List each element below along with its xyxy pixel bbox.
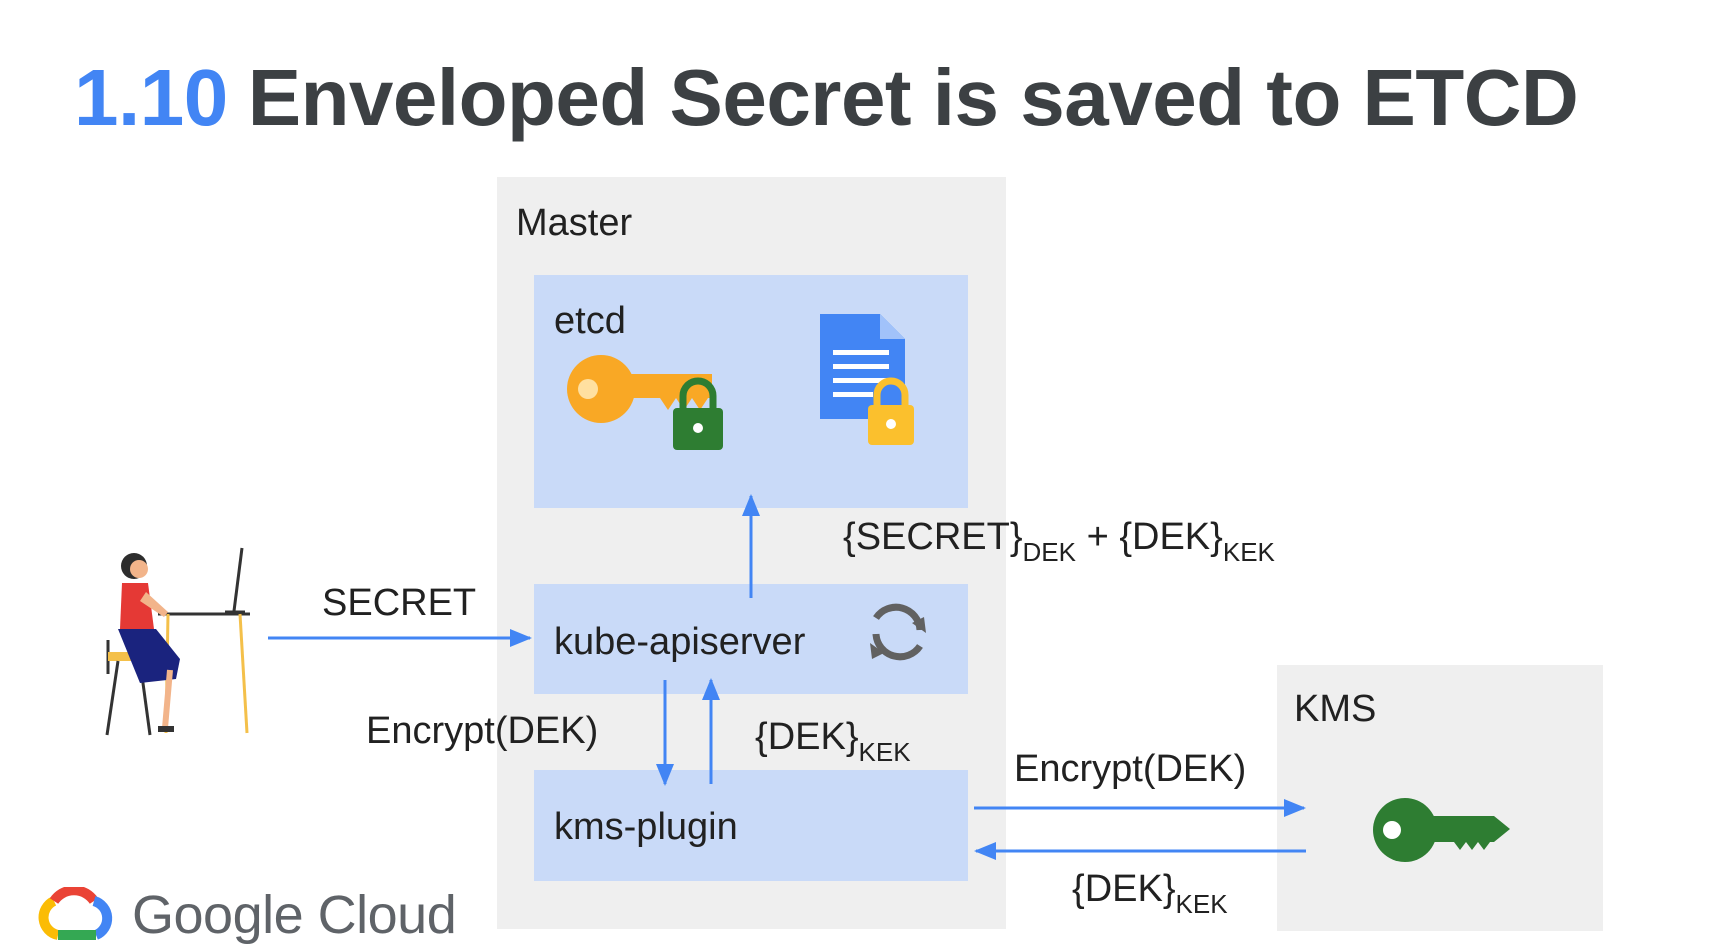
key-icon bbox=[1373, 798, 1510, 862]
kms-container bbox=[1277, 665, 1603, 931]
edge-label-envelope: {SECRET}DEK + {DEK}KEK bbox=[843, 516, 1275, 567]
slide-title-text: Enveloped Secret is saved to ETCD bbox=[247, 53, 1579, 142]
google-cloud-wordmark: Google Cloud bbox=[132, 885, 457, 945]
edge-label-secret: SECRET bbox=[322, 582, 477, 624]
etcd-label: etcd bbox=[554, 300, 626, 342]
person-at-desk-icon bbox=[105, 547, 250, 736]
kms-plugin-component bbox=[534, 770, 968, 881]
google-cloud-brand: Google Cloud bbox=[38, 884, 457, 946]
slide-number: 1.10 bbox=[74, 53, 228, 142]
master-label: Master bbox=[516, 202, 633, 244]
sync-icon bbox=[870, 603, 926, 661]
kms-label: KMS bbox=[1294, 688, 1377, 730]
locked-key-icon bbox=[567, 355, 723, 450]
kube-apiserver-label: kube-apiserver bbox=[554, 621, 806, 663]
edge-label-encrypt-dek-right: Encrypt(DEK) bbox=[1014, 748, 1247, 790]
edge-label-dek-kek-back: {DEK}KEK bbox=[1072, 868, 1228, 919]
kms-plugin-label: kms-plugin bbox=[554, 806, 738, 848]
edge-label-encrypt-dek-left: Encrypt(DEK) bbox=[366, 710, 599, 752]
locked-document-icon bbox=[820, 314, 914, 445]
google-cloud-logo-icon bbox=[38, 887, 113, 940]
edge-label-dek-kek-up: {DEK}KEK bbox=[755, 716, 911, 767]
kube-apiserver-component bbox=[534, 584, 968, 694]
